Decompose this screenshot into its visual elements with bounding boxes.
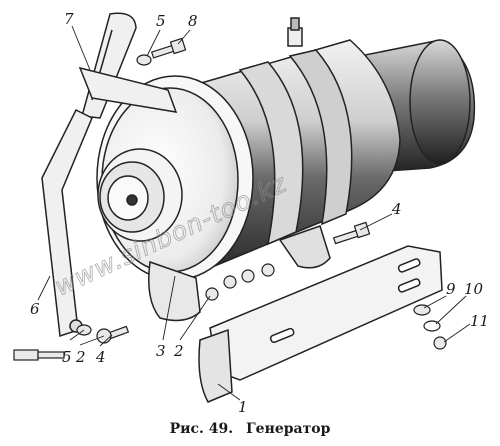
callouts: 7 5 8 4 6 5 2 4 3 2 1 9 10 11 [30,10,489,416]
callout-label: 2 [75,348,86,366]
callout-label: 6 [30,300,40,318]
callout-label: 4 [391,200,402,218]
callout-label: 5 [156,12,166,30]
callout-label: 10 [464,280,484,298]
generator-body [96,17,476,322]
callout-label: 3 [156,342,166,360]
fasteners [13,37,447,361]
callout-label: 9 [446,280,456,298]
callout-label: 4 [95,348,106,366]
callout-label: 8 [188,12,198,30]
callout-label: 1 [238,398,248,416]
callout-label: 7 [64,10,74,28]
leader-lines [37,25,471,401]
figure-caption: Рис. 49. Генератор [0,421,500,437]
support-plate [198,245,443,403]
caption-title: Генератор [246,421,331,437]
callout-label: 2 [173,342,184,360]
adjusting-bracket [41,12,178,338]
callout-label: 5 [62,348,72,366]
callout-label: 11 [470,312,489,330]
caption-number: Рис. 49. [169,421,234,437]
